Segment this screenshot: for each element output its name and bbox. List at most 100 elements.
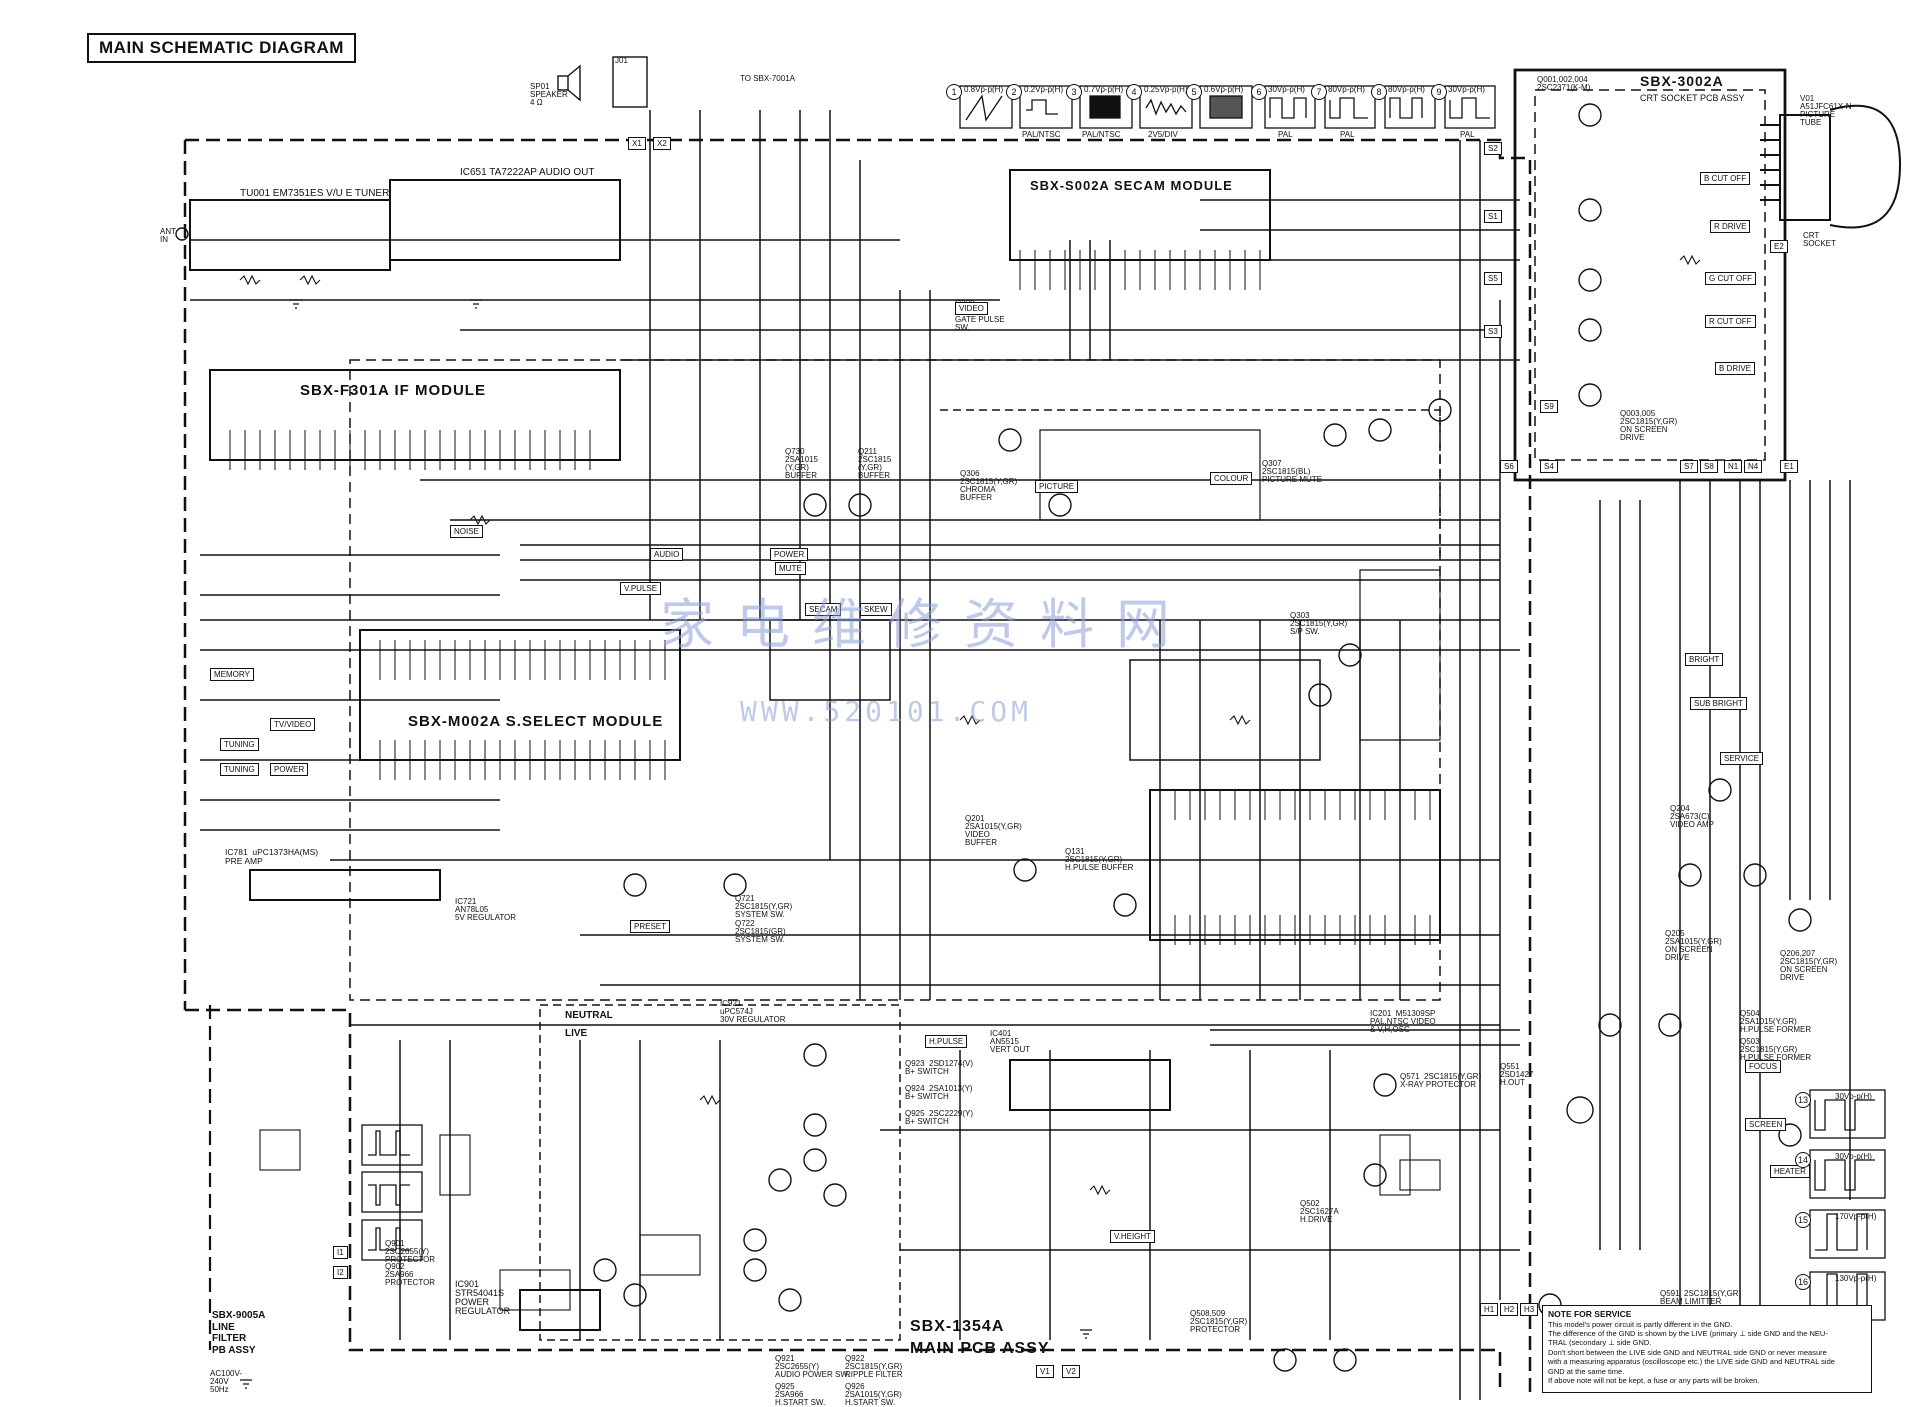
ic201-label: IC201 M51309SP PAL,NTSC VIDEO & V,H,OSC	[1370, 1009, 1436, 1034]
service-note-line: GND at the same time.	[1548, 1366, 1625, 1376]
waveform-2-number: 2	[1006, 84, 1022, 100]
secam-module-label: SBX-S002A SECAM MODULE	[1030, 178, 1233, 193]
port-e2: E2	[1770, 240, 1788, 253]
waveform-4-value: 0.25Vp-p(H)	[1144, 85, 1188, 94]
tag-bright: BRIGHT	[1685, 653, 1724, 666]
q503-label: Q503 2SC1815(Y,GR) H.PULSE FORMER	[1740, 1037, 1812, 1062]
service-note-line: This model's power circuit is partly dif…	[1548, 1319, 1733, 1329]
waveform-15-number: 15	[1795, 1212, 1811, 1228]
tag-secam: SECAM	[805, 603, 842, 616]
q922-label: Q922 2SC1815(Y,GR) RIPPLE FILTER	[845, 1354, 903, 1379]
waveform-tag-6: PAL	[1460, 130, 1475, 139]
waveform-tag-1: PAL/NTSC	[1022, 130, 1061, 139]
crt-pcb-sub-label: CRT SOCKET PCB ASSY	[1640, 93, 1745, 103]
port-n1: N1	[1724, 460, 1743, 473]
waveform-8-number: 8	[1371, 84, 1387, 100]
port-s4: S4	[1540, 460, 1558, 473]
waveform-7-number: 7	[1311, 84, 1327, 100]
waveform-tag-5: PAL	[1340, 130, 1355, 139]
if-module-label: SBX-F301A IF MODULE	[300, 382, 486, 399]
live-label: LIVE	[565, 1028, 588, 1039]
tag-g-cutoff: G CUT OFF	[1705, 272, 1756, 285]
port-s2: S2	[1484, 142, 1502, 155]
port-s7: S7	[1680, 460, 1698, 473]
service-note: NOTE FOR SERVICE This model's power circ…	[1542, 1305, 1872, 1393]
port-h2: H2	[1500, 1303, 1519, 1316]
q925-label: Q925 2SC2229(Y) B+ SWITCH	[905, 1109, 974, 1126]
service-note-line: The difference of the GND is shown by th…	[1548, 1329, 1828, 1338]
tag-video: VIDEO	[955, 302, 988, 315]
q924-label: Q924 2SA1013(Y) B+ SWITCH	[905, 1084, 973, 1101]
line-filter-label: SBX-9005A LINE FILTER PB ASSY	[212, 1310, 266, 1356]
q551-label: Q551 2SD1427 H.OUT	[1500, 1062, 1534, 1087]
crt-socket-label: CRT SOCKET	[1803, 231, 1836, 248]
q730-label: Q730 2SA1015 (Y,GR) BUFFER	[785, 447, 818, 480]
port-s9: S9	[1540, 400, 1558, 413]
to-sbx-label: TO SBX-7001A	[740, 74, 795, 83]
q591-label: Q591 2SC1815(Y,GR) BEAM LIMITTER	[1660, 1289, 1742, 1306]
tag-mute: MUTE	[775, 562, 806, 575]
tag-audio: AUDIO	[650, 548, 684, 561]
port-x2: X2	[653, 137, 671, 150]
waveform-15-value: 170Vp-p(H)	[1835, 1212, 1877, 1221]
port-e1: E1	[1780, 460, 1798, 473]
q901-label: Q901 2SC2655(Y) PROTECTOR	[385, 1239, 436, 1264]
switch-tuning-2: TUNING	[220, 763, 259, 776]
tuner-label: TU001 EM7351ES V/U E TUNER	[240, 188, 390, 199]
waveform-tag-3: 2V5/DIV	[1148, 130, 1178, 139]
crt-pcb-label: SBX-3002A	[1640, 73, 1724, 89]
switch-power: POWER	[270, 763, 309, 776]
tag-skew: SKEW	[860, 603, 892, 616]
switch-memory: MEMORY	[210, 668, 254, 681]
ic721-label: IC721 AN78L05 5V REGULATOR	[455, 897, 517, 922]
q201-label: Q201 2SA1015(Y,GR) VIDEO BUFFER	[965, 814, 1022, 847]
main-pcb-label-2: MAIN PCB ASSY	[910, 1340, 1050, 1357]
tag-noise: NOISE	[450, 525, 483, 538]
service-note-line: TRAL (secondary ⊥ side GND.	[1548, 1338, 1652, 1348]
ic781-label: IC781 uPC1373HA(MS) PRE AMP	[225, 847, 319, 866]
ic921-label: IC921 uPC574J 30V REGULATOR	[720, 999, 786, 1024]
neutral-label: NEUTRAL	[565, 1010, 613, 1021]
waveform-tag-2: PAL/NTSC	[1082, 130, 1121, 139]
tag-sub-bright: SUB BRIGHT	[1690, 697, 1747, 710]
q306-label: Q306 2SC1815(Y,GR) CHROMA BUFFER	[960, 469, 1018, 502]
tag-picture: PICTURE	[1035, 480, 1079, 493]
waveform-8-value: 80Vp-p(H)	[1388, 85, 1425, 94]
waveform-2-value: 0.2Vp-p(H)	[1024, 85, 1064, 94]
tag-hpulse: H.PULSE	[925, 1035, 968, 1048]
tag-preset: PRESET	[630, 920, 671, 933]
q504-label: Q504 2SA1015(Y,GR) H.PULSE FORMER	[1740, 1009, 1812, 1034]
ic651-label: IC651 TA7222AP AUDIO OUT	[460, 167, 595, 178]
ant-in-label: ANT IN	[160, 227, 176, 244]
port-v2: V2	[1062, 1365, 1080, 1378]
jack-label: J01	[615, 56, 628, 65]
waveform-16-number: 16	[1795, 1274, 1811, 1290]
waveform-14-number: 14	[1795, 1152, 1811, 1168]
port-v1: V1	[1036, 1365, 1054, 1378]
waveform-16-value: 130Vp-p(H)	[1835, 1274, 1877, 1283]
ic901-label: IC901 STR54041S POWER REGULATOR	[455, 1279, 511, 1316]
q921-label: Q921 2SC2655(Y) AUDIO POWER SW.	[775, 1354, 850, 1379]
q721-label: Q721 2SC1815(Y,GR) SYSTEM SW.	[735, 894, 793, 919]
waveform-3-value: 0.7Vp-p(H)	[1084, 85, 1124, 94]
port-i1: I1	[333, 1246, 348, 1259]
switch-tuning-1: TUNING	[220, 738, 259, 751]
tag-focus: FOCUS	[1745, 1060, 1781, 1073]
tag-power: POWER	[770, 548, 809, 561]
q303-label: Q303 2SC1815(Y,GR) S/P SW.	[1290, 611, 1348, 636]
service-note-line: If above note will not be kept, a fuse o…	[1548, 1375, 1760, 1385]
waveform-13-value: 30Vp-p(H)	[1835, 1092, 1872, 1101]
q205-label: Q205 2SA1015(Y,GR) ON SCREEN DRIVE	[1665, 929, 1722, 962]
port-s8: S8	[1700, 460, 1718, 473]
q925b-label: Q925 2SA966 H.START SW.	[775, 1382, 826, 1407]
service-note-line: with a measuring apparatus (oscilloscope…	[1548, 1357, 1835, 1367]
tag-screen: SCREEN	[1745, 1118, 1787, 1131]
q502-label: Q502 2SC1627A H.DRIVE	[1300, 1199, 1339, 1224]
port-h1: H1	[1480, 1303, 1499, 1316]
speaker-label: SP01 SPEAKER 4 Ω	[530, 82, 568, 107]
waveform-6-number: 6	[1251, 84, 1267, 100]
q926-label: Q926 2SA1015(Y,GR) H.START SW.	[845, 1382, 902, 1407]
q307-label: Q307 2SC1815(BL) PICTURE MUTE	[1262, 459, 1322, 484]
tag-vpulse: V.PULSE	[620, 582, 662, 595]
waveform-9-value: 30Vp-p(H)	[1448, 85, 1485, 94]
